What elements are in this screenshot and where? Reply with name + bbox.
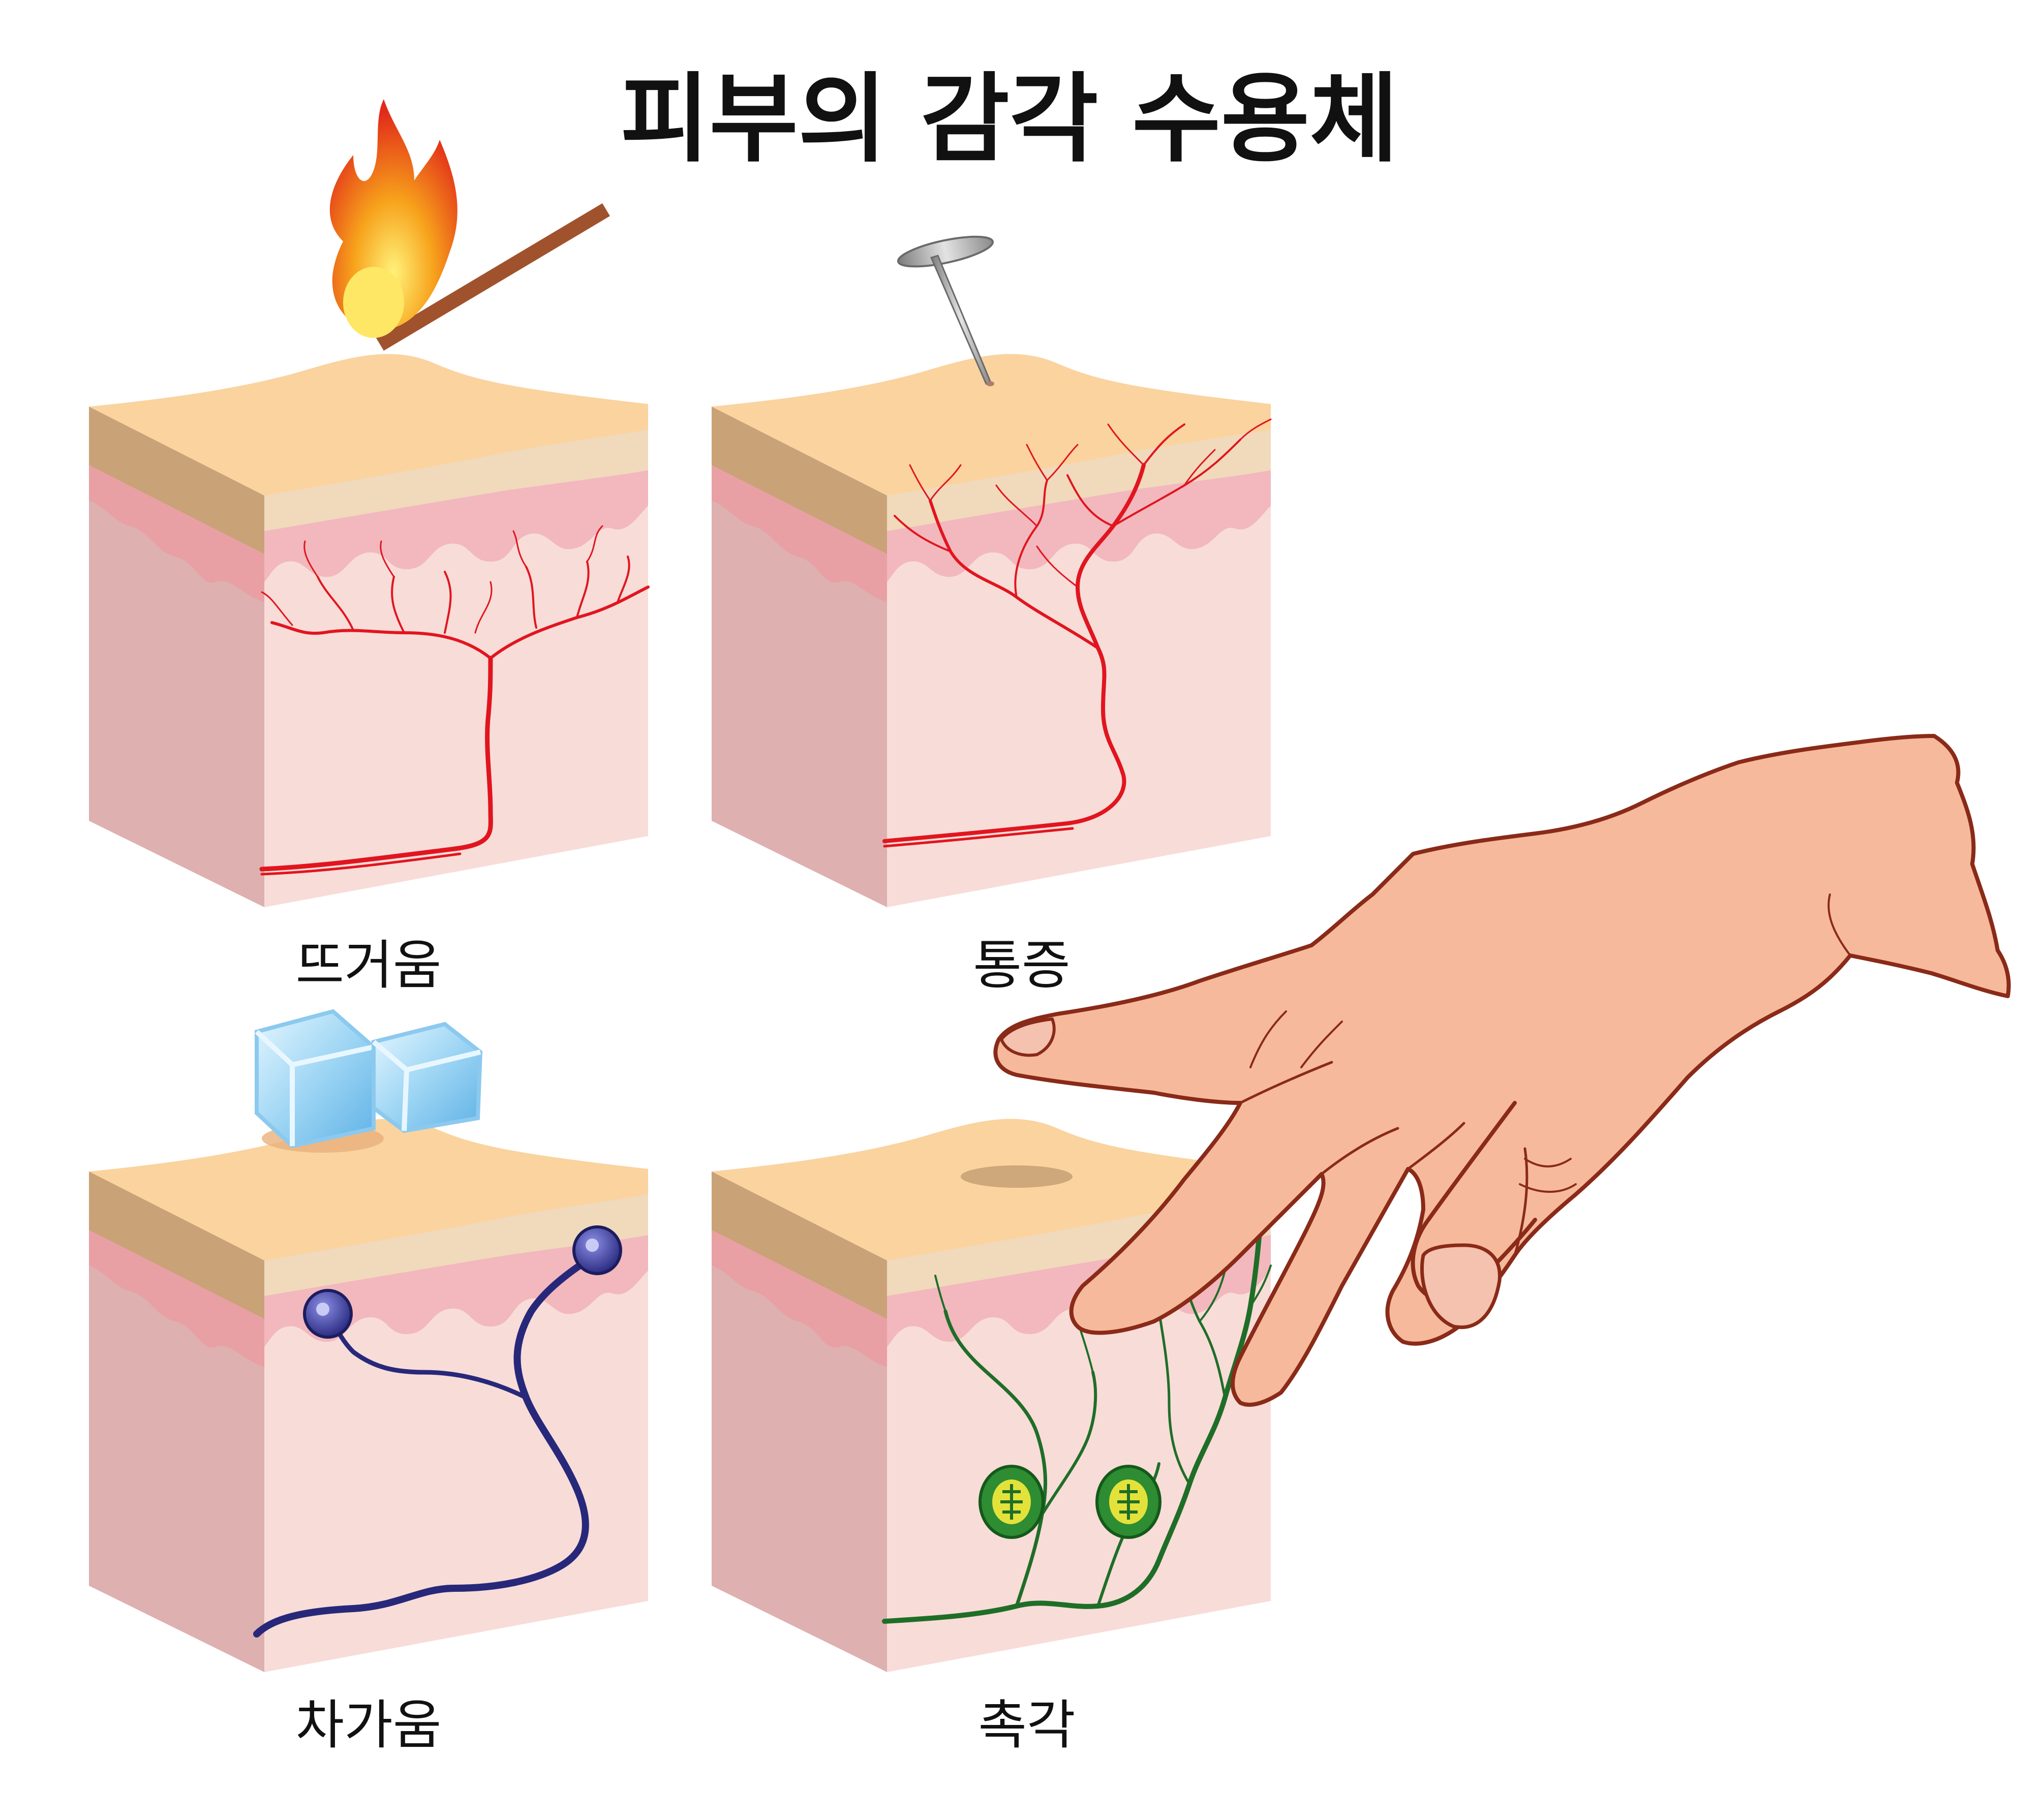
ice-cubes-icon xyxy=(255,1009,483,1153)
cold-bulb-icon xyxy=(303,1289,353,1339)
hand-icon xyxy=(993,734,2011,1407)
heat-label: 뜨거움 xyxy=(295,934,441,996)
cold-label: 차가움 xyxy=(295,1694,441,1756)
pain-nerve-icon xyxy=(882,418,1272,848)
diagram-title: 피부의 감각 수용체 xyxy=(621,63,1399,175)
pain-panel: 통증 xyxy=(712,235,1272,996)
match-flame-icon xyxy=(329,99,610,351)
cold-panel: 차가움 xyxy=(89,1009,648,1756)
pain-label: 통증 xyxy=(973,934,1070,996)
touch-panel: 촉각 xyxy=(712,1119,1272,1756)
heat-nerve-icon xyxy=(259,525,650,876)
touch-corpuscle-icon xyxy=(978,1465,1045,1539)
touch-label: 촉각 xyxy=(978,1694,1075,1756)
heat-panel: 뜨거움 xyxy=(89,99,650,996)
touch-nerve-icon xyxy=(882,1217,1272,1624)
cold-bulb-icon xyxy=(572,1225,622,1275)
pin-icon xyxy=(897,235,994,386)
touch-corpuscle-icon xyxy=(1095,1465,1161,1539)
cold-nerve-icon xyxy=(253,1257,591,1638)
